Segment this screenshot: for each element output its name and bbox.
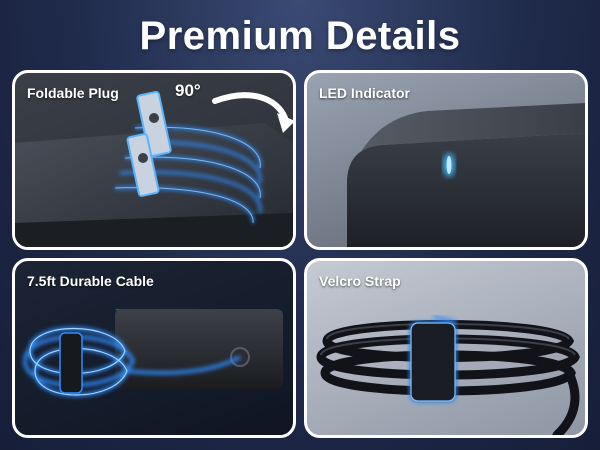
panel-label: LED Indicator xyxy=(319,85,411,101)
panel-label: Foldable Plug xyxy=(27,85,119,101)
panel-durable-cable: 7.5ft Durable Cable xyxy=(12,258,296,438)
panel-led-indicator: LED Indicator xyxy=(304,70,588,250)
foldable-plug-illustration xyxy=(15,90,293,247)
panel-velcro-strap: Velcro Strap xyxy=(304,258,588,438)
panel-label: Velcro Strap xyxy=(319,273,401,289)
led-indicator-illustration xyxy=(347,103,585,247)
velcro-strap-illustration xyxy=(316,314,580,435)
panel-foldable-plug: Foldable Plug 90° xyxy=(12,70,296,250)
durable-cable-illustration xyxy=(23,309,283,397)
panel-label: 7.5ft Durable Cable xyxy=(27,273,154,289)
rotation-degree-label: 90° xyxy=(175,81,201,100)
page-title: Premium Details xyxy=(139,14,461,58)
